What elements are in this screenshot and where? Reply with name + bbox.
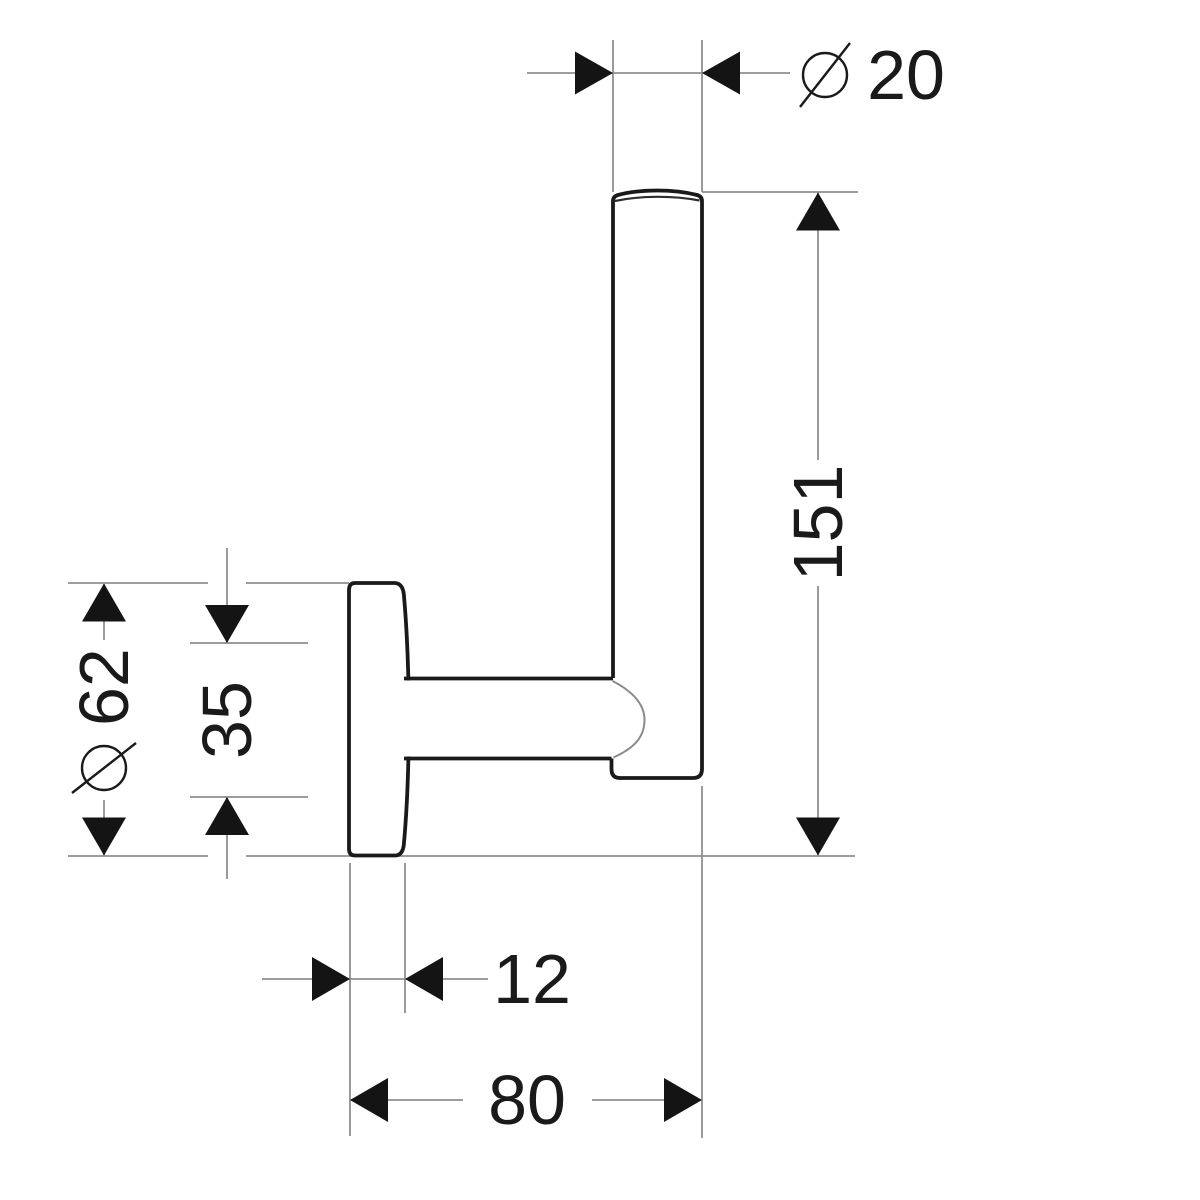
rod-cap-seam [614,195,700,203]
arrowhead-depth-right [664,1078,702,1122]
arm-rod-transition-curve [612,680,646,759]
wall-plate-fill [349,583,409,856]
arrowhead-height-bottom [796,817,840,856]
diameter-symbol-icon [71,742,137,794]
label-rod-diameter: 20 [799,36,945,114]
diameter-symbol-icon [799,42,851,108]
total-depth-value: 80 [488,1061,566,1139]
plate-thickness-value: 12 [493,940,571,1018]
arrowhead-inner-top [205,605,249,643]
dimension-labels: 20 151 62 35 12 80 [65,36,945,1139]
arrowhead-inner-bottom [205,797,249,835]
arrowhead-thickness-right [405,957,443,1001]
arrowhead-plate-top [82,583,126,622]
arrowhead-height-top [796,192,840,231]
diameter-slash [71,742,137,794]
diameter-circle [801,51,849,99]
rod-outline [609,188,704,780]
wall-plate-outline [347,581,411,858]
arrowhead-plate-bottom [82,817,126,856]
rod-fill [611,190,702,778]
rod-diameter-value: 20 [867,36,945,114]
extension-and-dimension-lines [68,40,858,1138]
plate-inner-width-value: 35 [188,681,266,759]
label-plate-inner-width: 35 [188,681,266,759]
arrowhead-depth-left [350,1078,388,1122]
arrowhead-rod-left [575,51,613,95]
arm-fill [403,680,612,757]
diameter-slash [799,42,851,108]
arrowhead-thickness-left [312,957,350,1001]
total-height-value: 151 [779,465,857,582]
part-outline [347,188,704,858]
arrowhead-rod-right [702,51,740,95]
arrowheads [82,51,840,1122]
label-total-height: 151 [779,465,857,582]
plate-diameter-value: 62 [65,648,143,726]
diameter-circle [80,744,128,792]
label-plate-diameter: 62 [65,648,143,794]
